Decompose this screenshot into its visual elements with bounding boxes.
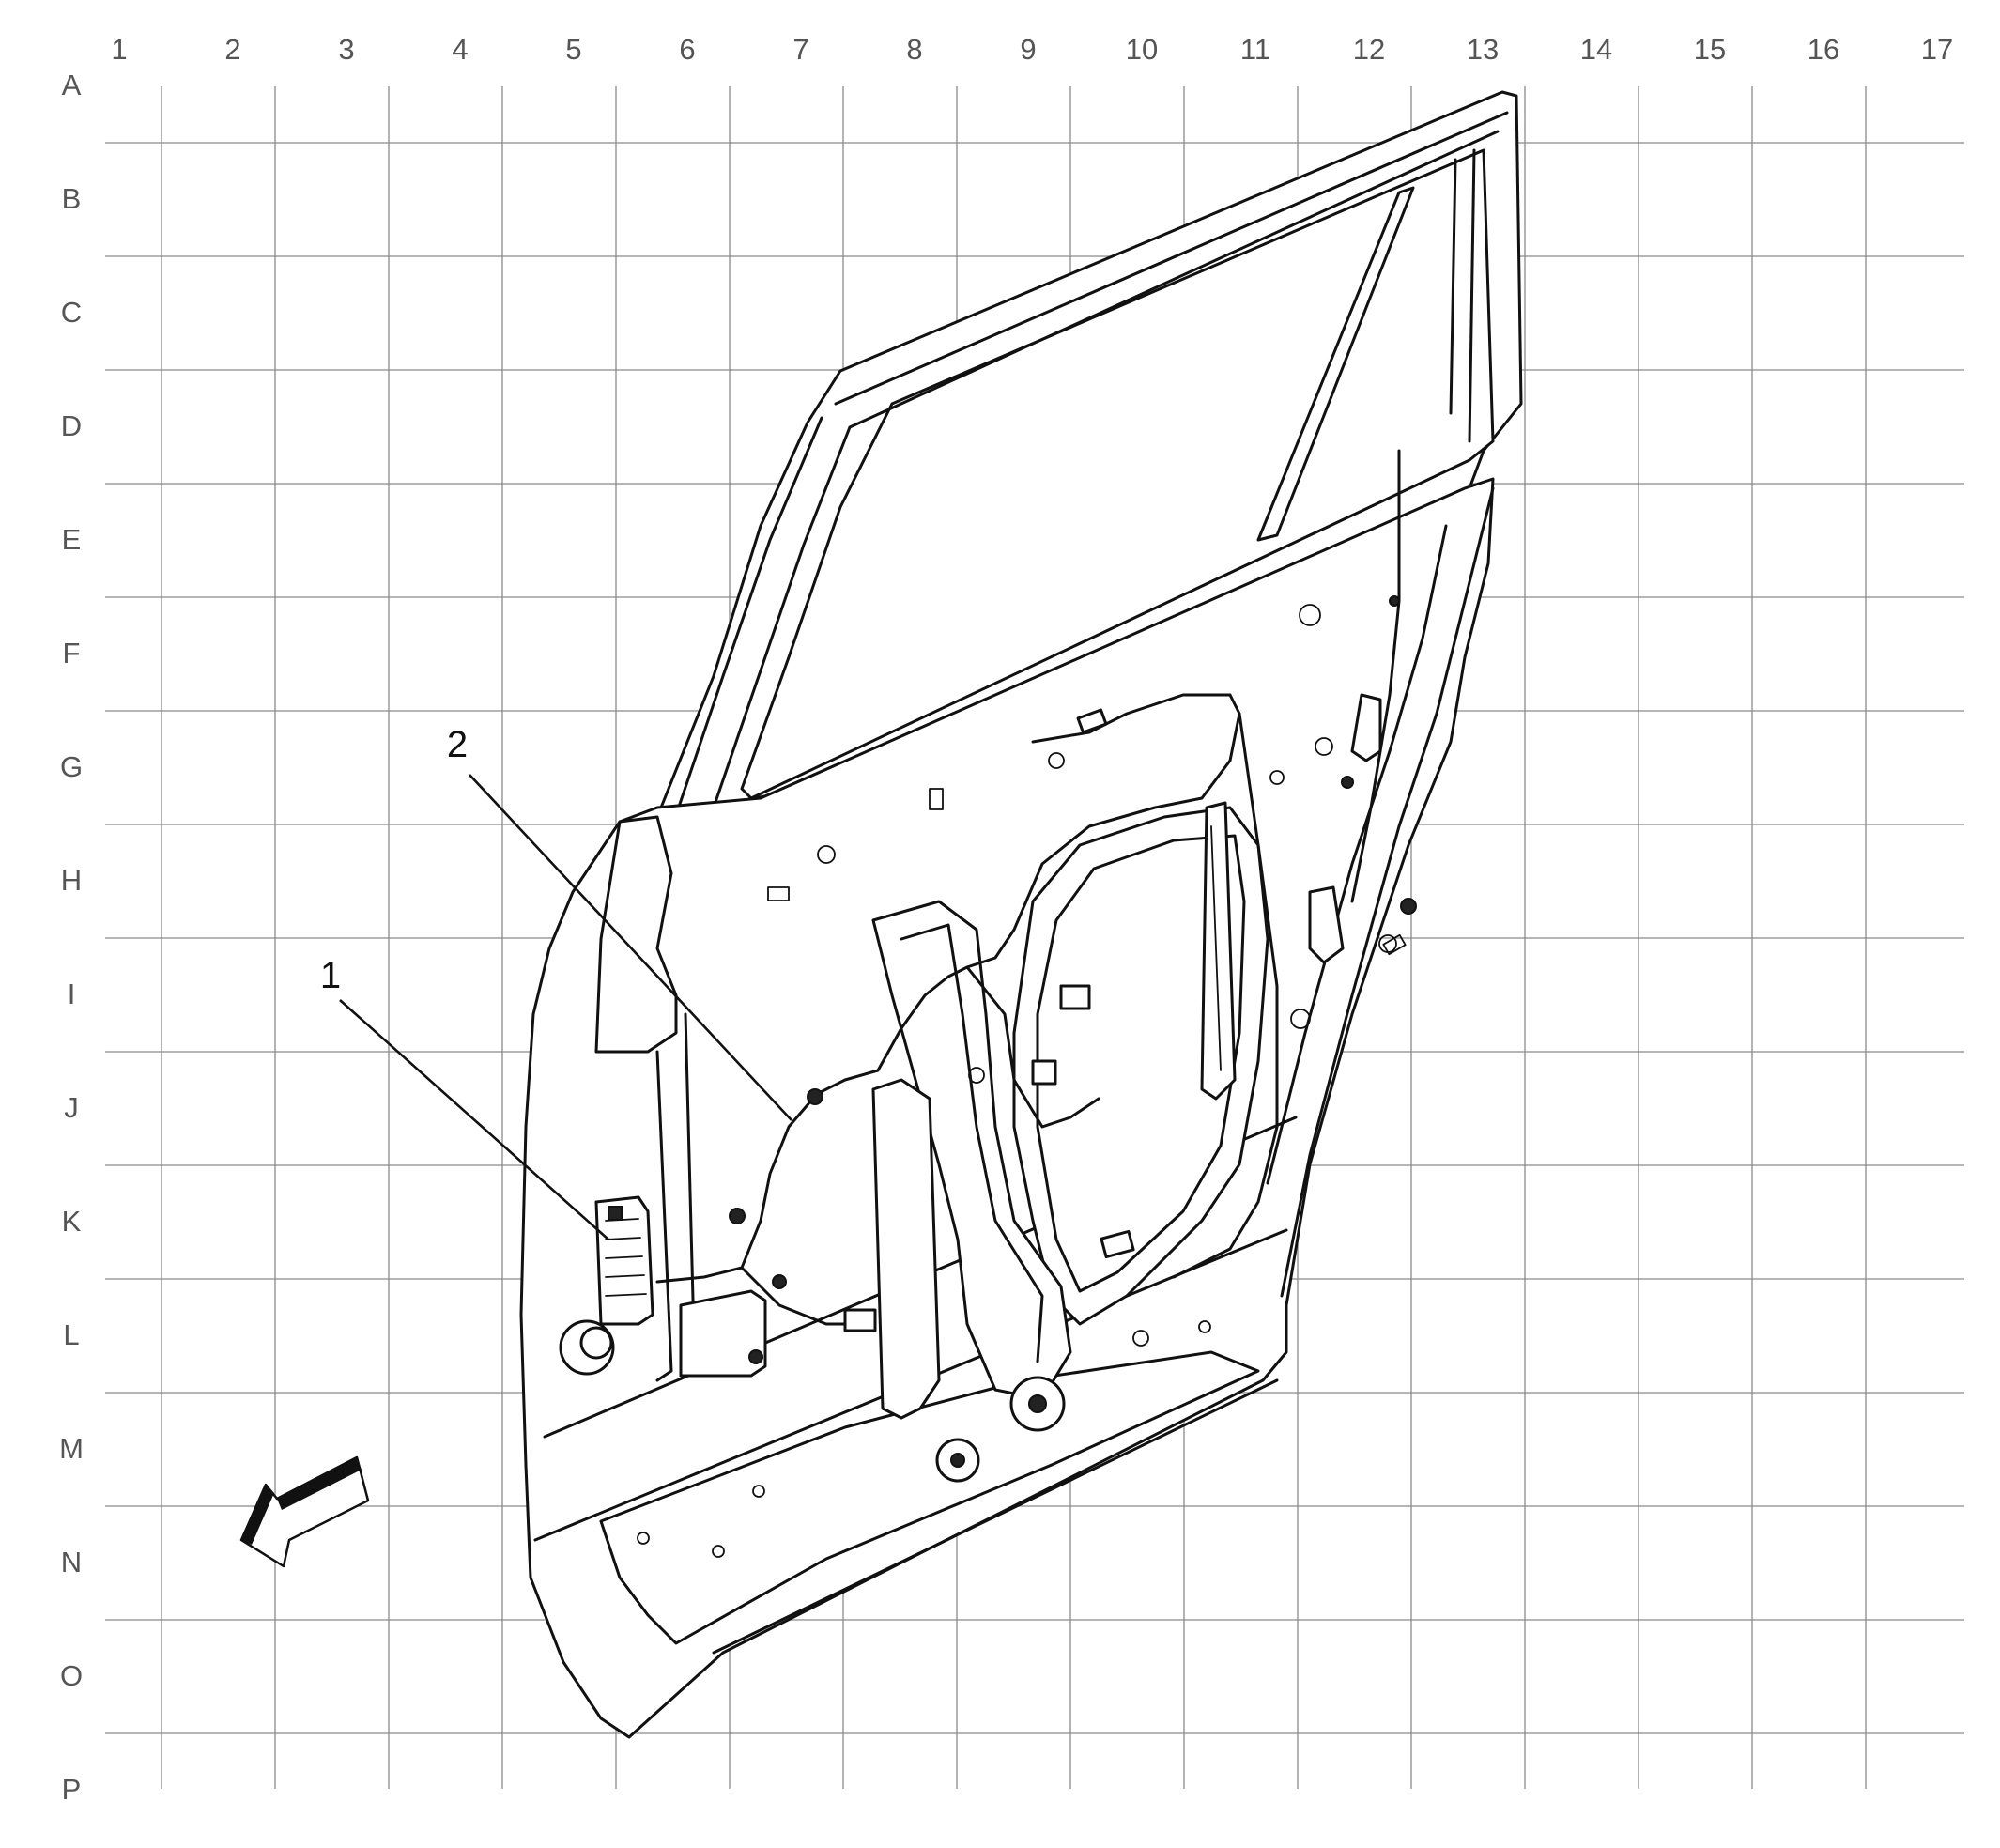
grid-row-label: P xyxy=(62,1773,82,1806)
grid-row-label: G xyxy=(60,750,83,783)
grid-row-label: H xyxy=(61,864,82,897)
grid-row-label: C xyxy=(61,296,82,329)
grid-column-label: 9 xyxy=(1020,33,1036,66)
inside-handle-pocket xyxy=(1350,693,1382,762)
connector xyxy=(1100,1229,1135,1259)
division-channel xyxy=(1256,186,1415,542)
grid-row-label: B xyxy=(62,182,82,215)
door-panel xyxy=(519,90,1523,1739)
grid-row-label: L xyxy=(63,1318,79,1351)
connector xyxy=(1031,1059,1057,1086)
grid-column-label: 2 xyxy=(224,33,240,66)
door-latch-module xyxy=(871,1078,941,1420)
grid-column-label: 3 xyxy=(338,33,354,66)
grid-column-label: 17 xyxy=(1921,33,1953,66)
grid-row-label: F xyxy=(63,637,81,670)
callout-1-number: 1 xyxy=(320,955,341,996)
front-direction-arrow-icon xyxy=(239,1455,370,1568)
grid-row-label: A xyxy=(62,69,82,101)
grid-column-label: 6 xyxy=(679,33,695,66)
grid-column-label: 7 xyxy=(792,33,808,66)
grid-column-label: 11 xyxy=(1240,33,1270,66)
grid-row-label: D xyxy=(61,409,82,442)
hinge-reinforcement xyxy=(594,815,678,1054)
grid-column-label: 5 xyxy=(565,33,581,66)
grid-column-label: 1 xyxy=(111,33,127,66)
grid-row-label: J xyxy=(64,1091,79,1124)
grid-row-label: N xyxy=(61,1546,82,1578)
grid-column-label: 16 xyxy=(1808,33,1839,66)
grid-column-label: 8 xyxy=(906,33,922,66)
grid-row-label: O xyxy=(60,1659,83,1692)
lower-pocket xyxy=(599,1350,1260,1645)
callout-1: 1 xyxy=(320,955,609,1240)
regulator-rail xyxy=(1200,801,1237,1101)
grid-column-label: 12 xyxy=(1353,33,1385,66)
grid-column-label: 15 xyxy=(1694,33,1726,66)
connector xyxy=(843,1308,877,1332)
callout-2: 2 xyxy=(447,724,792,1121)
grid-column-label: 10 xyxy=(1126,33,1158,66)
connector xyxy=(1059,984,1091,1010)
grid-column-label: 14 xyxy=(1580,33,1612,66)
grid-row-label: E xyxy=(62,523,82,556)
row-labels: A B C D E F G H I J K L M N O P xyxy=(59,69,84,1806)
window-glass-opening xyxy=(740,148,1495,800)
grid-row-label: I xyxy=(68,978,76,1010)
grid-row-label: M xyxy=(59,1432,84,1465)
grid-column-label: 4 xyxy=(452,33,468,66)
connector xyxy=(1076,708,1108,734)
grid-column-label: 13 xyxy=(1467,33,1499,66)
harness-connector-assembly xyxy=(559,1195,767,1378)
fasteners xyxy=(637,595,1417,1558)
callout-2-number: 2 xyxy=(447,724,468,765)
grid-row-label: K xyxy=(62,1205,82,1238)
